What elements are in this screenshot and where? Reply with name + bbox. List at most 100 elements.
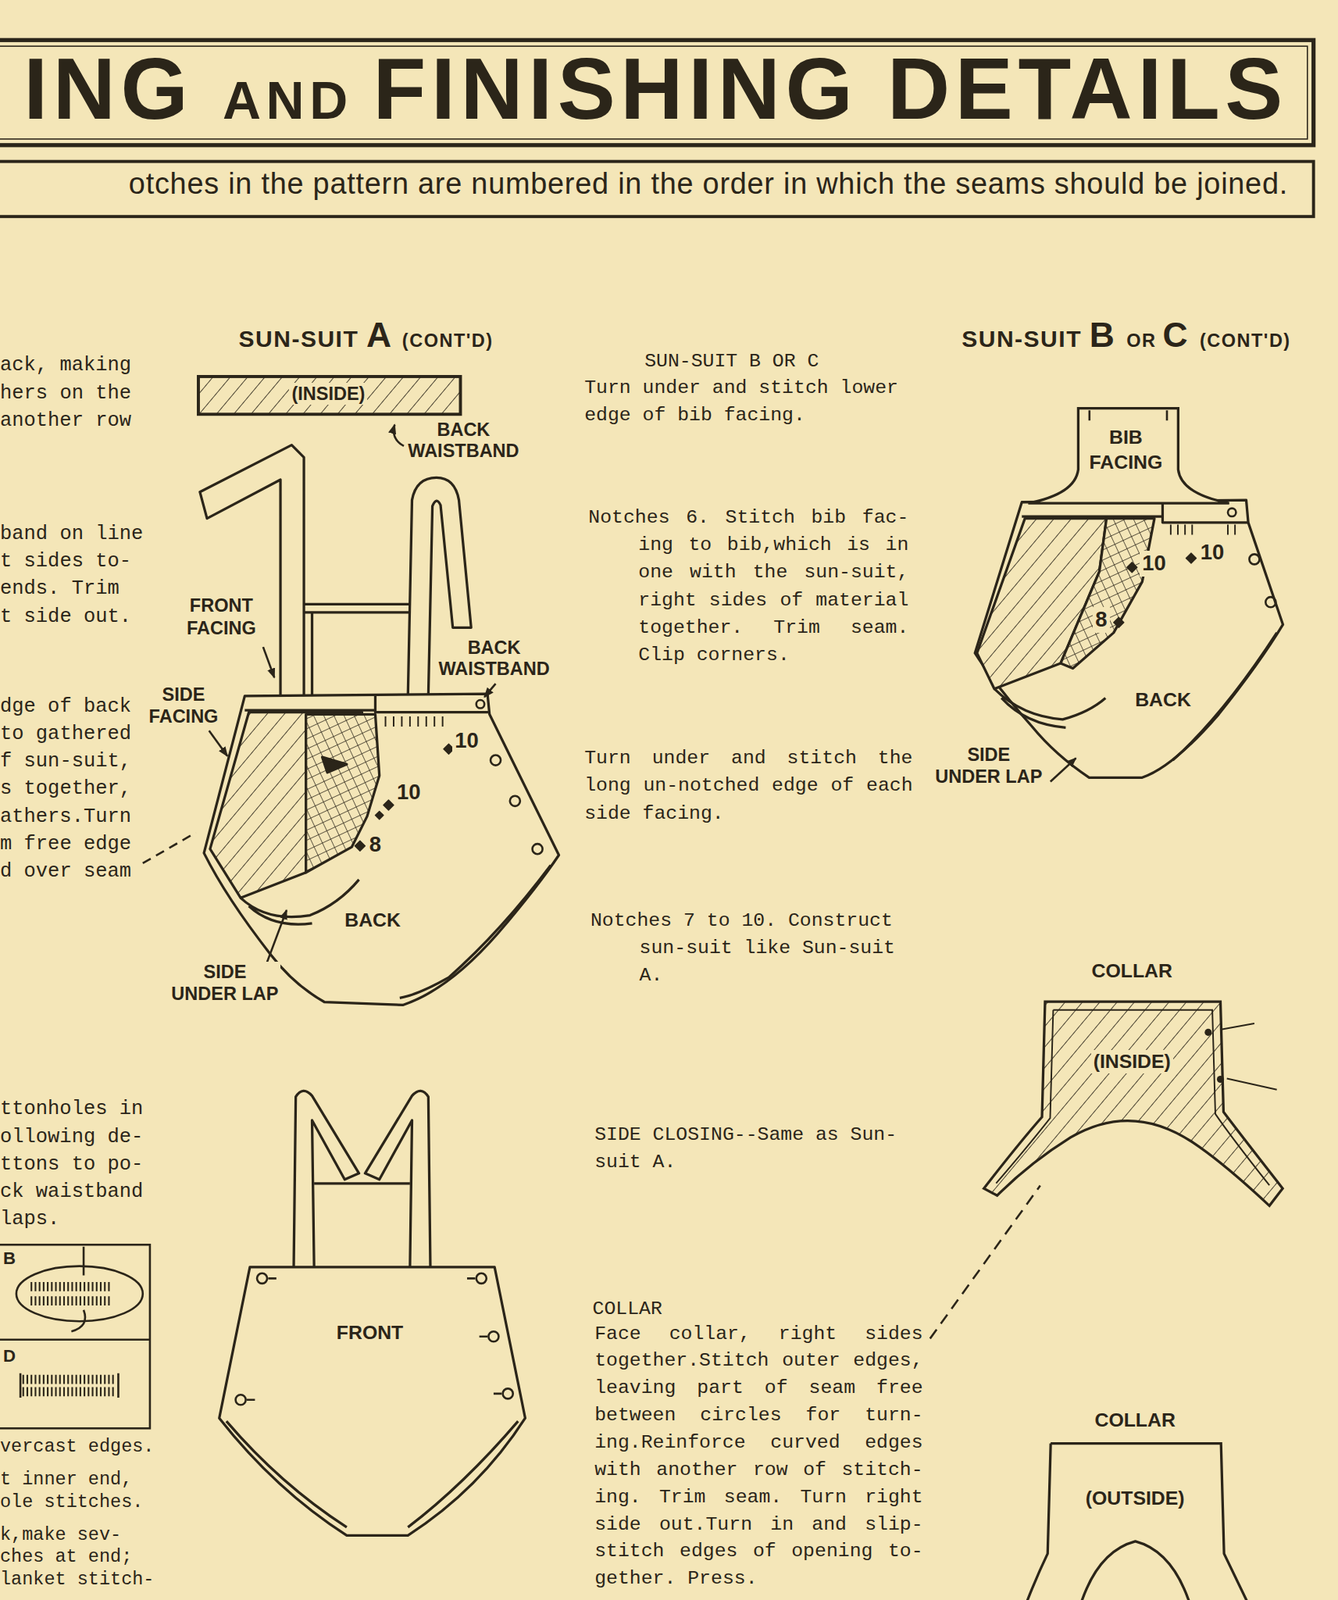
text-line: together.Stitch outer edges, xyxy=(594,1346,923,1374)
text-line: FACING xyxy=(186,617,257,640)
label-position: Turn under and stitch lower edge of bib … xyxy=(584,374,899,430)
text-position: COLLAR xyxy=(1095,1408,1176,1432)
label-position: FRONT FACING xyxy=(184,594,259,639)
text-word: B xyxy=(1089,315,1127,354)
text-line: SIDE xyxy=(149,683,219,707)
instruction-heading: COLLAR xyxy=(592,1295,663,1323)
part-label: FRONT FACING xyxy=(184,594,259,639)
instruction-text: SIDE CLOSING--Same as Sun- suit A. xyxy=(594,1120,897,1177)
notch-number: 10 xyxy=(1198,539,1227,566)
text-line: long un-notched edge of each xyxy=(584,771,913,800)
text-line: Turn under and stitch the xyxy=(584,744,913,772)
stitch-table xyxy=(30,1295,112,1306)
text-line: hers on the xyxy=(0,379,132,407)
stitch-table xyxy=(0,1244,150,1428)
text-line: edge of bib facing. xyxy=(584,401,899,429)
text-line: SIDE CLOSING--Same as Sun- xyxy=(594,1120,897,1149)
text-line: leaving part of seam free xyxy=(594,1373,923,1402)
piece-label: (OUTSIDE) xyxy=(1085,1486,1185,1510)
part-label: BACK xyxy=(342,908,404,932)
text-line: Notches 6. Stitch bib fac- xyxy=(588,503,909,532)
instruction-text: k,make sev- ches at end; lanket stitch- xyxy=(0,1523,154,1592)
leader-lines xyxy=(484,683,496,697)
notch-number: 10 xyxy=(1139,550,1168,577)
text-word: SUN-SUIT xyxy=(239,325,368,352)
label-position: 10 xyxy=(1139,550,1168,577)
label-position: SUN-SUIT B OR C xyxy=(644,347,819,375)
label-position: vercast edges. xyxy=(0,1435,154,1459)
leader-lines xyxy=(1215,1023,1277,1090)
sunsuit-a-back xyxy=(244,693,489,713)
label-position: Notches 6. Stitch bib fac- ing to bib,wh… xyxy=(588,503,909,670)
buttons xyxy=(246,1277,502,1399)
label-position: BACK xyxy=(342,908,404,932)
sunsuit-a-back xyxy=(399,865,551,999)
buttons xyxy=(476,1273,487,1284)
instruction-text: Turn under and stitch the long un-notche… xyxy=(584,744,913,828)
instruction-text: Turn under and stitch lower edge of bib … xyxy=(584,374,899,430)
buttonholes xyxy=(1248,553,1260,564)
text-line: ttons to po- xyxy=(0,1150,143,1178)
text-line: athers.Turn xyxy=(0,802,132,831)
text-line: s together, xyxy=(0,774,132,803)
collar-piece: COLLAR(INSIDE) xyxy=(981,997,1286,1212)
bib-facing-piece: BIB FACING xyxy=(1020,406,1237,506)
text-line: SIDE xyxy=(934,744,1042,766)
text-word: FINISHING xyxy=(372,40,887,138)
text-line: ole stitches. xyxy=(0,1491,143,1514)
instruction-text: t inner end, ole stitches. xyxy=(0,1468,143,1513)
piece-outline xyxy=(1205,1028,1213,1036)
stitch-table xyxy=(71,1246,86,1331)
text-line: to gathered xyxy=(0,720,132,748)
text-line: Turn under and stitch lower xyxy=(584,374,899,402)
text-line: ing to bib,which is in xyxy=(588,531,909,559)
text-line: d over seam xyxy=(0,857,132,885)
text-line: WAISTBAND xyxy=(407,440,519,462)
text-position: (OUTSIDE) xyxy=(1085,1486,1185,1510)
buttonholes xyxy=(532,843,543,854)
instruction-text: vercast edges. xyxy=(0,1435,154,1459)
title-position: ING AND FINISHING DETAILS xyxy=(0,46,1289,133)
label-position: k,make sev- ches at end; lanket stitch- xyxy=(0,1523,154,1592)
buttons xyxy=(503,1387,514,1399)
sunsuit-b-back xyxy=(994,688,1106,728)
section-heading: SUN-SUIT B OR C (CONT'D) xyxy=(961,317,1291,353)
text-line: between circles for turn- xyxy=(594,1401,923,1429)
sunsuit-b-back xyxy=(974,499,1283,778)
label-position: t inner end, ole stitches. xyxy=(0,1468,143,1513)
piece-label: (INSIDE) xyxy=(289,382,368,405)
label-position: 10 xyxy=(1198,539,1227,566)
part-label: BACK WAISTBAND xyxy=(405,419,521,463)
label-position: 8 xyxy=(367,831,384,858)
piece-outline xyxy=(1027,407,1229,503)
text-line: side facing. xyxy=(584,799,913,828)
text-line: ollowing de- xyxy=(0,1123,143,1151)
text-line: ends. Trim xyxy=(0,574,143,603)
label-position: 10 xyxy=(394,779,423,806)
sunsuit-b-back xyxy=(1060,518,1155,669)
sunsuit-b-back xyxy=(1170,524,1235,535)
text-line: A. xyxy=(590,961,896,989)
text-line: FRONT xyxy=(186,594,257,618)
label-position: otches in the pattern are numbered in th… xyxy=(0,166,1289,202)
subtitle-note: otches in the pattern are numbered in th… xyxy=(128,166,1289,202)
instruction-heading: SUN-SUIT B OR C xyxy=(644,347,819,375)
text-word: (CONT'D) xyxy=(1199,330,1292,351)
waistband-piece: (INSIDE) xyxy=(196,374,462,416)
text-line: BIB xyxy=(1089,424,1164,450)
piece-outline xyxy=(1024,1442,1251,1600)
section-heading: SUN-SUIT A (CONT'D) xyxy=(239,317,494,353)
part-label: SIDE UNDER LAP xyxy=(168,961,281,1005)
text-line: suit A. xyxy=(594,1148,897,1176)
sunsuit-a-front xyxy=(219,1266,526,1535)
leader-lines xyxy=(1050,757,1077,782)
label-position: SUN-SUIT B OR C (CONT'D) xyxy=(961,317,1291,353)
text-position: BIB FACING xyxy=(1089,424,1164,475)
part-label: BACK xyxy=(1132,688,1194,712)
text-line: ttonholes in xyxy=(0,1095,143,1123)
sunsuit-a-back xyxy=(303,603,412,696)
notch-number: 10 xyxy=(452,727,481,754)
text-line: ing. Trim seam. Turn right xyxy=(594,1483,923,1511)
text-word: DETAILS xyxy=(887,40,1289,138)
label-position: SIDE FACING xyxy=(146,683,222,728)
